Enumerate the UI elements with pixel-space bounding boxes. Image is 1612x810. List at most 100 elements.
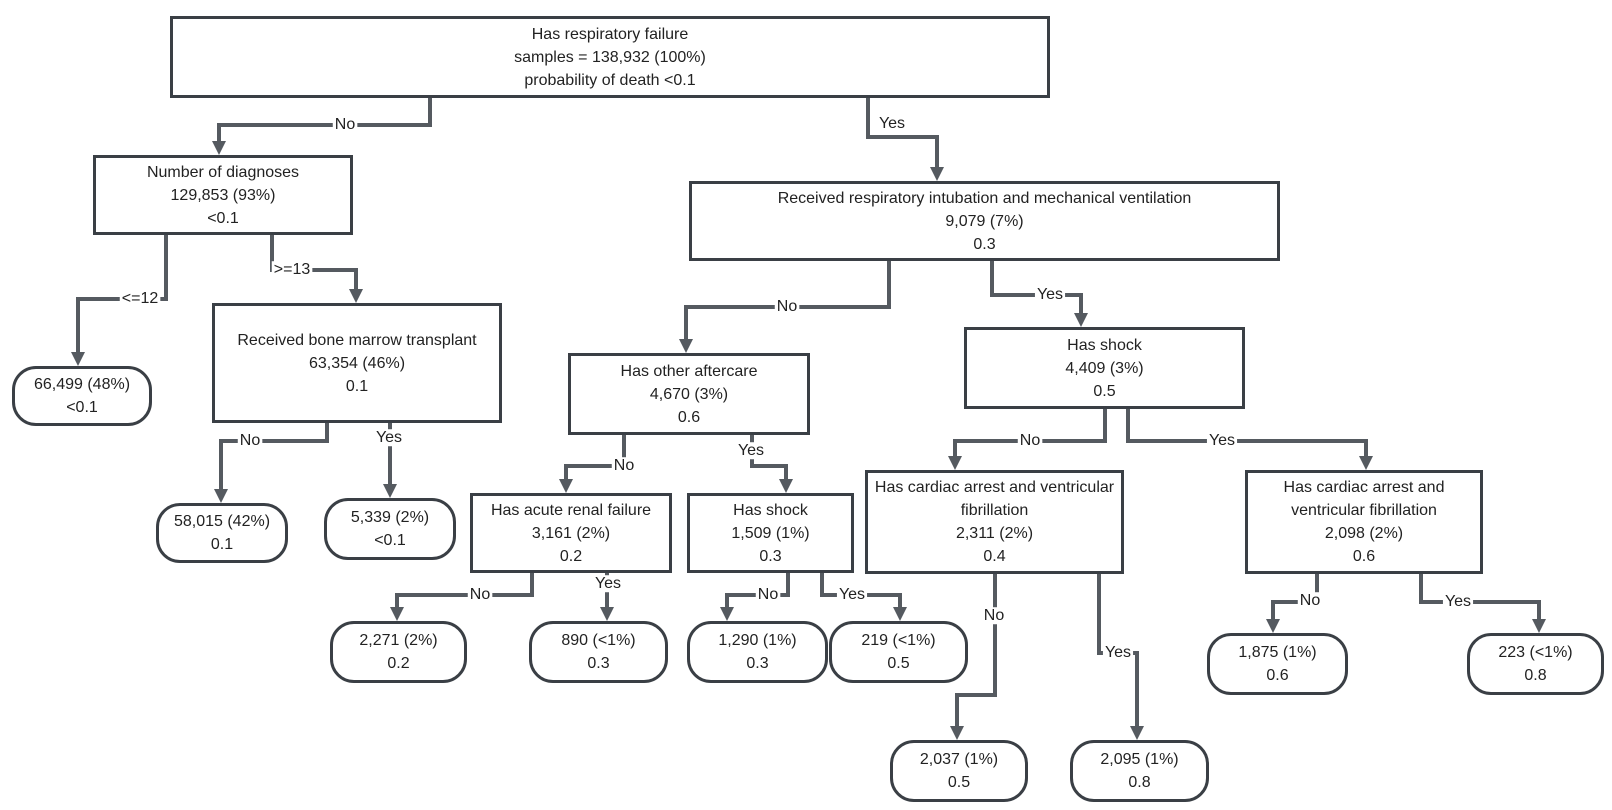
edge-label-bone-no: No bbox=[240, 432, 261, 449]
edge-label-background bbox=[1034, 286, 1066, 304]
leaf-k-line-1: 2,095 (1%) bbox=[1100, 751, 1179, 768]
edge-label-diag-le: <=12 bbox=[122, 290, 159, 307]
node-bone-line-1: Received bone marrow transplant bbox=[237, 331, 477, 349]
arrowhead-shock-a-yes bbox=[1359, 456, 1373, 470]
edge-label-background bbox=[1102, 644, 1134, 662]
node-shock-b-line-1: Has shock bbox=[733, 501, 808, 519]
leaf-b-line-1: 58,015 (42%) bbox=[173, 513, 271, 530]
edge-label-background bbox=[271, 261, 313, 279]
arrowhead-root-no bbox=[212, 141, 226, 155]
edge-label-renal-yes: Yes bbox=[595, 575, 621, 592]
arrowhead-bone-no bbox=[214, 489, 228, 503]
node-aftercare-line-1: Has other aftercare bbox=[620, 362, 758, 380]
leaf-1290: 1,290 (1%) 0.3 bbox=[687, 621, 828, 683]
edge-label-background bbox=[735, 442, 767, 460]
connector-shock-a-yes bbox=[1126, 409, 1368, 456]
node-aftercare-line-3: 0.6 bbox=[677, 408, 701, 426]
edge-label-background bbox=[836, 586, 868, 604]
edge-label-aftercare-yes: Yes bbox=[738, 442, 764, 459]
edge-label-background bbox=[1442, 593, 1474, 611]
edge-label-background bbox=[1297, 592, 1323, 610]
leaf-e-line-1: 890 (<1%) bbox=[561, 632, 636, 649]
node-has-shock-b: Has shock 1,509 (1%) 0.3 bbox=[687, 493, 854, 573]
node-cardiac-b-line-2: 2,098 (2%) bbox=[1324, 525, 1404, 542]
arrowhead-diag-ge bbox=[349, 289, 363, 303]
leaf-j-line-1: 2,037 (1%) bbox=[919, 751, 999, 768]
edge-label-aftercare-no: No bbox=[614, 457, 635, 474]
leaf-890: 890 (<1%) 0.3 bbox=[529, 621, 668, 683]
leaf-j-line-2: 0.5 bbox=[947, 774, 971, 791]
node-acute-renal-failure: Has acute renal failure 3,161 (2%) 0.2 bbox=[470, 493, 672, 573]
node-shock-a-line-2: 4,409 (3%) bbox=[1065, 359, 1144, 377]
node-number-of-diagnoses: Number of diagnoses 129,853 (93%) <0.1 bbox=[93, 155, 353, 235]
leaf-a-line-1: 66,499 (48%) bbox=[33, 376, 131, 393]
leaf-2271: 2,271 (2%) 0.2 bbox=[330, 621, 467, 683]
connector-cardiac-a-no bbox=[955, 574, 997, 726]
edge-label-cardiac-a-no: No bbox=[984, 607, 1005, 624]
arrowhead-cardiac-b-yes bbox=[1532, 619, 1546, 633]
edge-label-background bbox=[119, 290, 161, 308]
edge-label-cardiac-b-no: No bbox=[1300, 592, 1321, 609]
edge-label-background bbox=[981, 607, 1007, 625]
arrowhead-shock-b-no bbox=[720, 607, 734, 621]
node-cardiac-b-line-3: 0.6 bbox=[1352, 548, 1376, 565]
arrowhead-cardiac-a-yes bbox=[1130, 726, 1144, 740]
edge-label-intub-yes: Yes bbox=[1037, 286, 1063, 303]
node-intub-line-1: Received respiratory intubation and mech… bbox=[777, 189, 1192, 207]
node-renal-line-2: 3,161 (2%) bbox=[531, 524, 611, 542]
leaf-i-line-2: 0.8 bbox=[1524, 667, 1547, 684]
node-diag-line-1: Number of diagnoses bbox=[146, 163, 300, 181]
leaf-2037: 2,037 (1%) 0.5 bbox=[890, 740, 1028, 802]
node-intub-line-3: 0.3 bbox=[973, 235, 996, 253]
edge-label-background bbox=[755, 586, 781, 604]
node-intub-line-2: 9,079 (7%) bbox=[945, 212, 1024, 230]
edge-label-cardiac-b-yes: Yes bbox=[1445, 593, 1471, 610]
leaf-c-line-1: 5,339 (2%) bbox=[350, 509, 430, 526]
node-diag-line-2: 129,853 (93%) bbox=[170, 186, 276, 204]
edge-label-cardiac-a-yes: Yes bbox=[1105, 644, 1131, 661]
leaf-223: 223 (<1%) 0.8 bbox=[1467, 633, 1604, 695]
leaf-i-line-1: 223 (<1%) bbox=[1498, 644, 1573, 661]
node-shock-a-line-1: Has shock bbox=[1067, 336, 1142, 354]
leaf-66499: 66,499 (48%) <0.1 bbox=[12, 366, 152, 426]
edge-label-root-no: No bbox=[335, 116, 356, 133]
node-cardiac-a-line-1: Has cardiac arrest and ventricular fibri… bbox=[874, 479, 1115, 519]
arrowhead-intub-no bbox=[679, 339, 693, 353]
arrowhead-renal-no bbox=[390, 607, 404, 621]
node-intubation: Received respiratory intubation and mech… bbox=[689, 181, 1280, 261]
node-bone-line-3: 0.1 bbox=[345, 377, 369, 395]
edge-label-renal-no: No bbox=[470, 586, 491, 603]
node-cardiac-a-line-3: 0.4 bbox=[983, 548, 1006, 565]
connector-root-no bbox=[217, 98, 432, 141]
node-root: Has respiratory failure samples = 138,93… bbox=[170, 16, 1050, 98]
leaf-h-line-1: 1,875 (1%) bbox=[1238, 644, 1317, 661]
leaf-5339: 5,339 (2%) <0.1 bbox=[324, 498, 456, 560]
edge-label-background bbox=[876, 115, 908, 133]
node-cardiac-a-line-2: 2,311 (2%) bbox=[955, 525, 1034, 542]
connector-cardiac-b-no bbox=[1271, 574, 1319, 619]
leaf-1875: 1,875 (1%) 0.6 bbox=[1207, 633, 1348, 695]
node-root-line-2: samples = 138,932 (100%) bbox=[514, 48, 706, 66]
node-other-aftercare: Has other aftercare 4,670 (3%) 0.6 bbox=[568, 353, 810, 435]
node-cardiac-arrest-a: Has cardiac arrest and ventricular fibri… bbox=[865, 470, 1124, 574]
leaf-e-line-2: 0.3 bbox=[587, 655, 610, 672]
arrowhead-shock-a-no bbox=[948, 456, 962, 470]
leaf-f-line-2: 0.3 bbox=[746, 655, 769, 672]
leaf-g-line-2: 0.5 bbox=[887, 655, 910, 672]
node-shock-b-line-3: 0.3 bbox=[759, 547, 782, 565]
arrowhead-aftercare-no bbox=[559, 479, 573, 493]
edge-label-background bbox=[774, 298, 800, 316]
edge-label-background bbox=[332, 116, 358, 134]
leaf-k-line-2: 0.8 bbox=[1128, 774, 1151, 791]
node-has-shock-a: Has shock 4,409 (3%) 0.5 bbox=[964, 327, 1245, 409]
edge-label-background bbox=[237, 432, 263, 450]
edge-label-shock-a-no: No bbox=[1020, 432, 1041, 449]
edge-label-intub-no: No bbox=[777, 298, 798, 315]
leaf-c-line-2: <0.1 bbox=[374, 532, 406, 549]
node-bone-marrow: Received bone marrow transplant 63,354 (… bbox=[212, 303, 502, 423]
node-diag-line-3: <0.1 bbox=[207, 209, 239, 227]
edge-label-background bbox=[467, 586, 493, 604]
leaf-d-line-1: 2,271 (2%) bbox=[359, 632, 438, 649]
connector-diag-ge bbox=[270, 235, 358, 289]
node-cardiac-b-line-1: Has cardiac arrest and ventricular fibri… bbox=[1283, 479, 1445, 519]
